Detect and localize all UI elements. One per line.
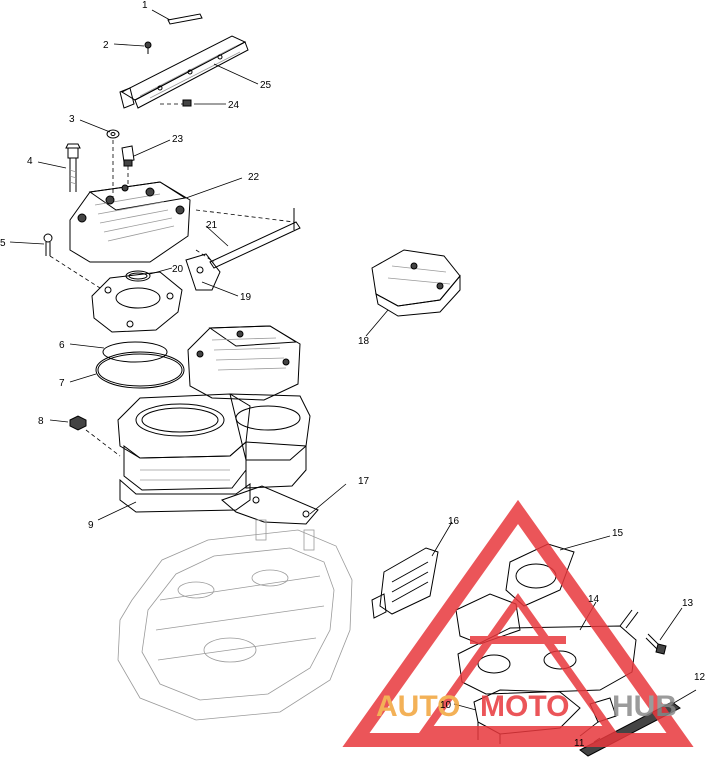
part-17-base-gasket	[221, 485, 319, 525]
part-8-nut	[69, 415, 121, 457]
part-16-reed-valve	[371, 547, 439, 619]
watermark: AUTO MOTO HUB	[342, 499, 694, 747]
callout-23: 23	[172, 134, 184, 145]
callout-11: 11	[574, 738, 585, 749]
callout-17: 17	[358, 476, 370, 487]
callout-4: 4	[27, 156, 33, 167]
callout-7: 7	[59, 378, 65, 389]
part-1-pin	[167, 13, 203, 25]
callout-5: 5	[0, 238, 6, 249]
callout-8: 8	[38, 416, 44, 427]
part-18-cover	[371, 249, 461, 317]
callout-24: 24	[228, 100, 240, 111]
part-22-cylinder-head	[69, 181, 191, 263]
part-24-clip	[160, 99, 192, 107]
callout-6: 6	[59, 340, 65, 351]
callout-13: 13	[682, 598, 694, 609]
cylinder-head-rear	[187, 325, 301, 401]
part-6-gasket	[102, 341, 168, 363]
callout-15: 15	[612, 528, 624, 539]
callout-9: 9	[88, 520, 94, 531]
callout-19: 19	[240, 292, 252, 303]
part-7-gasket	[95, 351, 185, 389]
callout-16: 16	[448, 516, 460, 527]
callout-10: 10	[440, 700, 452, 711]
watermark-text-hub: HUB	[612, 690, 677, 723]
callout-3: 3	[69, 114, 75, 125]
leader-lines	[9, 9, 697, 737]
part-9-cylinder-block	[117, 393, 311, 513]
callout-1: 1	[142, 0, 148, 11]
part-3-washer	[106, 129, 120, 200]
callout-25: 25	[260, 80, 272, 91]
callout-21: 21	[206, 220, 218, 231]
part-19-cover	[91, 253, 221, 333]
part-25-rail	[119, 35, 249, 109]
watermark-triangle-inner	[418, 593, 618, 734]
callout-2: 2	[103, 40, 109, 51]
part-13-bolt	[645, 633, 667, 655]
callout-20: 20	[172, 264, 184, 275]
watermark-text-auto: AUTO	[376, 690, 460, 723]
part-2-screw	[144, 41, 152, 54]
callout-14: 14	[588, 594, 600, 605]
callout-12: 12	[694, 672, 706, 683]
part-4-bolt	[65, 143, 81, 192]
watermark-text-moto: MOTO	[480, 690, 569, 723]
callout-22: 22	[248, 172, 260, 183]
callout-18: 18	[358, 336, 370, 347]
part-5-fitting	[43, 233, 101, 289]
callout-labels: 1 2 3 4 5 6 7 8 9 10 11 12 13 14 15 16 1…	[0, 0, 706, 749]
part-21-bracket	[195, 208, 301, 269]
crankcase	[117, 519, 353, 721]
watermark-triangle-outer	[342, 499, 694, 747]
part-23-sensor	[121, 145, 135, 188]
